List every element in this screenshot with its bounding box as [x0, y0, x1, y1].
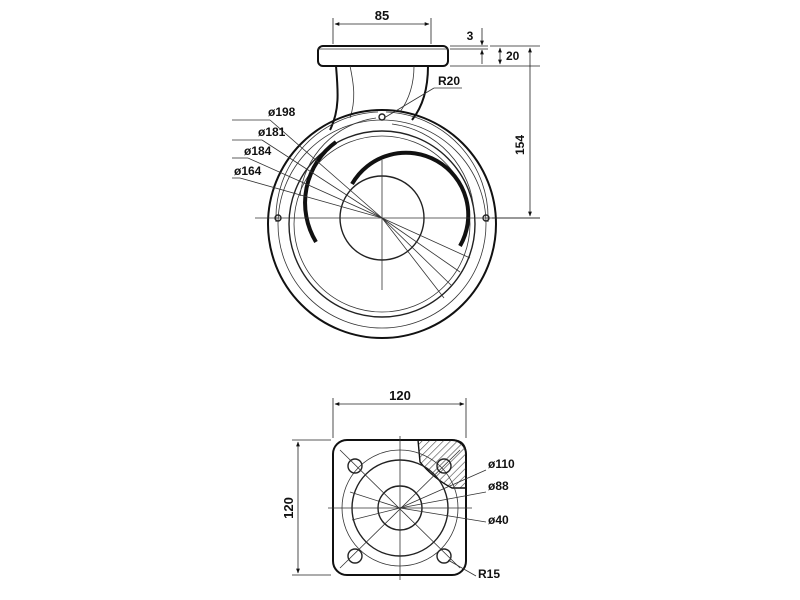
- dia-110-label: ø110: [488, 457, 515, 471]
- hatched-section: [417, 439, 467, 489]
- impeller-vanes: [303, 140, 471, 247]
- leader-lines-top: [232, 119, 471, 299]
- dim-20: [450, 45, 540, 67]
- dim-85: [332, 18, 432, 44]
- dia-184-label: ø184: [244, 144, 272, 158]
- dia-198-label: ø198: [268, 105, 296, 119]
- dim-120-height: [292, 439, 331, 576]
- bolt-holes-bottom: [347, 458, 452, 564]
- dim-20-label: 20: [506, 49, 520, 63]
- top-view: 85 3 20 154 R20 ø198 ø181 ø184 ø164: [232, 8, 540, 339]
- dim-3: [450, 28, 488, 64]
- dia-40-label: ø40: [488, 513, 509, 527]
- bottom-view: 120 120 ø110 ø88 ø40 R15: [281, 388, 515, 581]
- dim-154-label: 154: [513, 135, 527, 155]
- square-flange: [332, 439, 467, 576]
- leader-lines-bottom: [349, 469, 487, 577]
- dia-181-label: ø181: [258, 125, 286, 139]
- dim-120-width-label: 120: [389, 388, 411, 403]
- dim-120-width: [332, 398, 467, 438]
- top-flange: [317, 45, 449, 67]
- radius-r20-label: R20: [438, 74, 460, 88]
- dim-154: [492, 47, 540, 219]
- dim-120-height-label: 120: [281, 497, 296, 519]
- dim-85-label: 85: [375, 8, 389, 23]
- dia-88-label: ø88: [488, 479, 509, 493]
- dim-3-label: 3: [467, 29, 474, 43]
- radius-r15-label: R15: [478, 567, 500, 581]
- dia-164-label: ø164: [234, 164, 262, 178]
- r20-leader: [383, 87, 462, 119]
